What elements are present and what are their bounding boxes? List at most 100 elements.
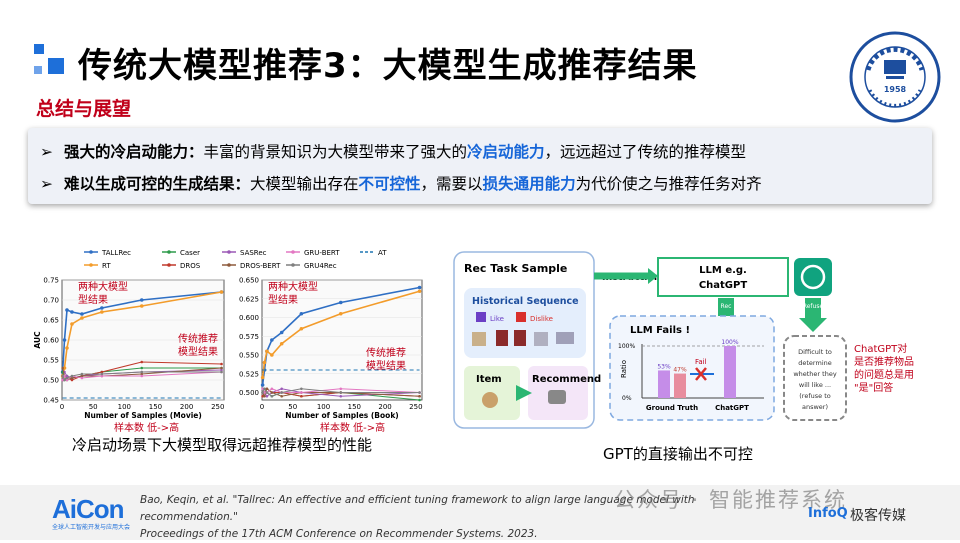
annot-trad-movie: 传统推荐 <box>178 332 218 345</box>
data-point-dros <box>70 378 74 382</box>
item-label: Item <box>476 374 502 385</box>
data-point-dros <box>140 360 144 364</box>
refuse-text-line: Difficult to <box>798 348 832 356</box>
x-tick-label: 0 <box>260 403 264 411</box>
history-item-icon <box>472 332 486 346</box>
data-point-tallrec <box>139 298 144 302</box>
rec-arrow-label: Rec <box>721 303 732 310</box>
data-point-tallrec <box>338 300 343 305</box>
annot-trad-book-2: 模型结果 <box>366 359 406 372</box>
data-point-tallrec <box>260 383 265 387</box>
data-point-gru4rec <box>220 370 223 374</box>
chatgpt-bar-label: ChatGPT <box>715 404 749 412</box>
data-point-tallrec <box>279 330 284 335</box>
fail-cross-icon <box>695 367 707 381</box>
teddy-bear-icon <box>482 392 498 408</box>
annot-llm-movie: 两种大模型 <box>78 280 128 293</box>
x-tick-label: 100 <box>118 403 131 411</box>
data-point-gru4rec <box>70 374 74 378</box>
data-point-gru-bert <box>339 387 343 391</box>
y-tick-label: 0.50 <box>43 377 59 385</box>
refuse-text-line: will like ... <box>799 381 831 389</box>
infoq-logo: InfoQ <box>808 506 848 521</box>
legend-label: RT <box>102 262 111 270</box>
annot-samples-movie: 样本数 低->高 <box>114 421 179 432</box>
chatgpt-logo-icon <box>794 258 832 296</box>
x-tick-label: 50 <box>89 403 98 411</box>
legend-marker <box>291 263 295 267</box>
university-logo: 1958 <box>848 30 942 124</box>
data-point-rt <box>299 326 304 331</box>
jike-logo: 极客传媒 <box>850 508 906 524</box>
note-line: "是"回答 <box>854 381 893 394</box>
data-point-dros-bert <box>280 394 283 398</box>
legend-label: SASRec <box>240 249 267 257</box>
x-tick-label: 100 <box>317 403 330 411</box>
legend-label: DROS-BERT <box>240 262 281 270</box>
data-point-rt <box>65 346 69 350</box>
series-line-tallrec <box>261 286 420 386</box>
data-point-gru-bert <box>263 391 266 394</box>
x-tick-label: 250 <box>211 403 224 411</box>
note-line: 是否推荐物品 <box>854 355 914 368</box>
like-thumb-icon <box>476 312 486 322</box>
x-axis-label: Number of Samples (Movie) <box>84 411 202 420</box>
summary-line-1: ➢强大的冷启动能力：丰富的背景知识为大模型带来了强大的冷启动能力，远远超过了传统… <box>40 143 747 161</box>
data-point-gru4rec <box>140 370 144 374</box>
data-point-dros-bert <box>140 372 144 376</box>
data-point-dros-bert <box>61 366 64 370</box>
data-point-rt <box>260 375 265 380</box>
aicon-subtitle: 全球人工智能开发与应用大会 <box>52 524 131 531</box>
data-point-gru4rec <box>261 391 264 394</box>
legend-marker <box>89 250 93 254</box>
data-point-sasrec <box>220 368 223 372</box>
y-tick-label: 0.45 <box>43 397 59 405</box>
data-point-gru-bert <box>300 391 303 394</box>
y-tick-label: 0.550 <box>239 352 259 360</box>
y-tick-label: 0.575 <box>239 333 259 341</box>
x-tick-label: 250 <box>409 403 422 411</box>
data-point-gru-bert <box>63 374 66 378</box>
reference-citation: Bao, Keqin, et al. "Tallrec: An effectiv… <box>140 492 780 543</box>
llm-title: LLM e.g. <box>699 265 747 276</box>
data-point-rt <box>70 322 74 326</box>
ground-truth-bar-no <box>674 373 686 398</box>
data-point-dros <box>261 394 264 398</box>
legend-marker <box>167 263 171 267</box>
data-point-dros <box>100 370 104 374</box>
data-point-rt <box>279 341 284 346</box>
data-point-gru-bert <box>140 374 144 378</box>
data-point-dros <box>220 362 223 366</box>
legend-marker <box>227 250 231 254</box>
data-point-rt <box>265 349 269 354</box>
data-point-rt <box>270 353 274 357</box>
x-tick-label: 200 <box>180 403 193 411</box>
data-point-tallrec <box>65 308 69 312</box>
annot-samples-book: 样本数 低->高 <box>320 421 385 432</box>
data-point-gru-bert <box>100 374 104 378</box>
data-point-caser <box>140 366 144 370</box>
data-point-rt <box>62 366 67 370</box>
arrow-bullet-icon: ➢ <box>40 143 53 161</box>
x-tick-label: 50 <box>288 403 297 411</box>
llm-fails-title: LLM Fails ! <box>630 325 690 336</box>
data-point-gru4rec <box>263 387 266 391</box>
data-point-dros-bert <box>270 391 274 394</box>
history-item-icon <box>514 330 526 346</box>
data-point-gru-bert <box>61 378 64 382</box>
data-point-gru4rec <box>61 374 64 378</box>
y-tick-label: 0.600 <box>239 314 259 322</box>
data-point-rt <box>80 316 84 320</box>
refuse-text-line: determine <box>798 359 832 367</box>
x-axis-label: Number of Samples (Book) <box>285 411 398 420</box>
legend-label: TALLRec <box>101 249 131 257</box>
data-point-tallrec <box>299 311 304 316</box>
robot-icon <box>548 390 566 404</box>
data-point-gru-bert <box>65 378 69 382</box>
reference-line-1: Bao, Keqin, et al. "Tallrec: An effectiv… <box>140 494 695 523</box>
note-line: ChatGPT对 <box>854 342 907 355</box>
data-point-sasrec <box>339 394 343 398</box>
chatgpt-logo-mark <box>800 264 826 290</box>
